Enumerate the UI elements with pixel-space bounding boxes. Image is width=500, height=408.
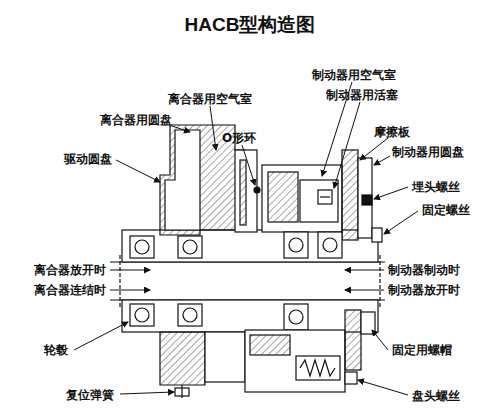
part-label: 制动器用圆盘 xyxy=(392,145,464,159)
part-label: 固定用螺帽 xyxy=(392,343,452,357)
part-label: 复位弹簧 xyxy=(66,388,114,402)
part-label: 离合器放开时 xyxy=(34,263,106,277)
diagram-title: HACB型构造图 xyxy=(0,12,500,38)
part-label: 离合器用空气室 xyxy=(168,92,252,106)
part-label: 制动器用活塞 xyxy=(326,88,398,102)
part-label: 离合器用圆盘 xyxy=(100,113,172,127)
part-label: O形环 xyxy=(222,131,256,145)
part-label: 轮毂 xyxy=(44,343,68,357)
part-label: 制动器用空气室 xyxy=(312,68,396,82)
part-label: 埋头螺丝 xyxy=(412,180,460,194)
part-label: 固定螺丝 xyxy=(422,203,470,217)
part-label: 盘头螺丝 xyxy=(412,389,460,403)
part-label: 制动器放开时 xyxy=(388,283,460,297)
part-label: 制动器制动时 xyxy=(388,263,460,277)
part-label: 离合器连结时 xyxy=(34,283,106,297)
part-label: 摩擦板 xyxy=(374,125,410,139)
part-label: 驱动圆盘 xyxy=(64,152,112,166)
